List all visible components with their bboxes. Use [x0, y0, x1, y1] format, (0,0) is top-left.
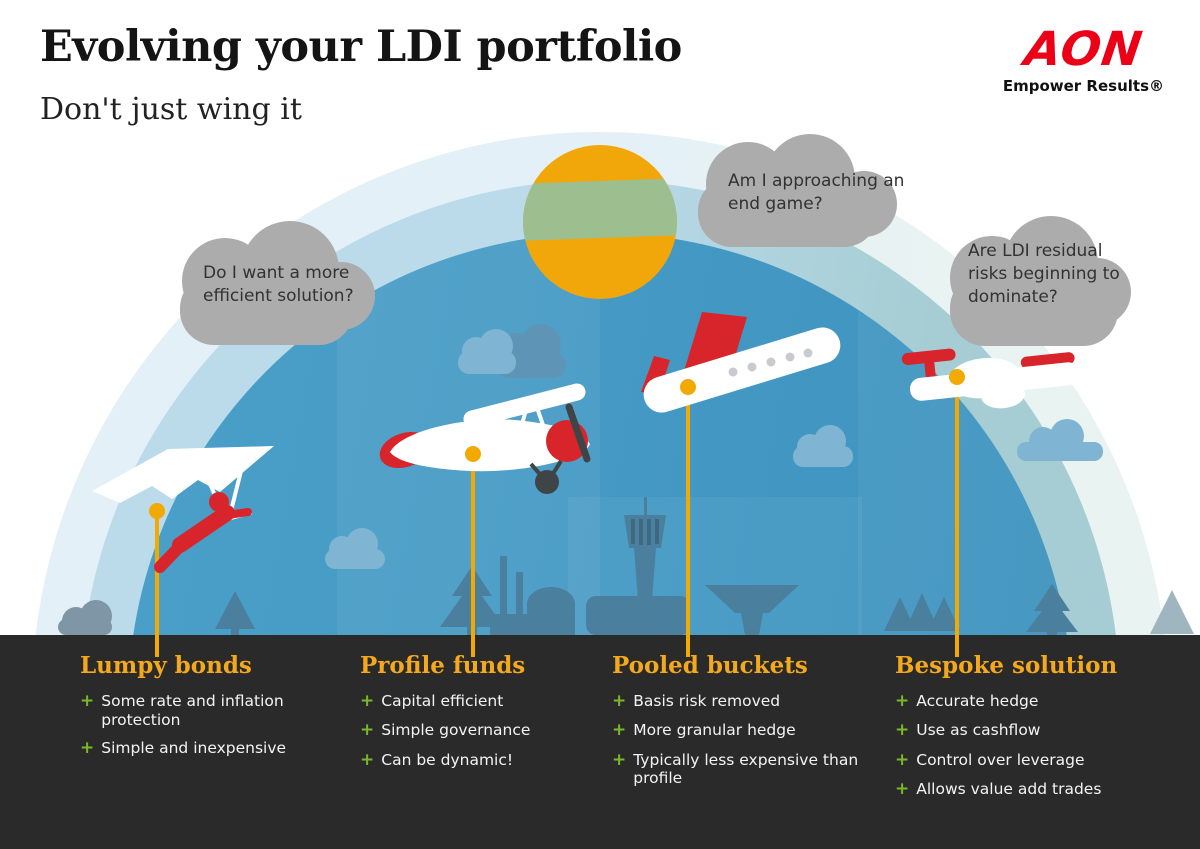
plus-icon: +	[895, 691, 910, 711]
benefit-list: + Capital efficient + Simple governance …	[360, 691, 600, 770]
benefit-text: Basis risk removed	[633, 692, 781, 710]
stage-title: Profile funds	[360, 652, 526, 679]
page-subtitle: Don't just wing it	[40, 92, 302, 127]
plus-icon: +	[895, 779, 910, 800]
sun-icon	[523, 145, 677, 299]
benefit-item: + Accurate hedge	[895, 691, 1155, 711]
plus-icon: +	[895, 720, 910, 741]
stage-column-pooled-buckets: Pooled buckets + Basis risk removed + Mo…	[612, 652, 894, 797]
aon-logo-tagline: Empower Results®	[1002, 77, 1164, 95]
page-title: Evolving your LDI portfolio	[40, 22, 682, 72]
plus-icon: +	[360, 691, 375, 711]
thought-cloud-text-1: Do I want a more efficient solution?	[203, 263, 354, 306]
benefit-text: Can be dynamic!	[381, 750, 514, 769]
benefit-item: + Typically less expensive than profile	[612, 750, 894, 788]
benefit-item: + Simple governance	[360, 720, 600, 740]
benefit-text: Control over leverage	[916, 750, 1085, 769]
benefit-list: + Basis risk removed + More granular hed…	[612, 691, 894, 788]
footer-bar	[0, 635, 1200, 849]
plus-icon: +	[895, 749, 910, 770]
benefit-item: + Basis risk removed	[612, 691, 894, 711]
benefit-item: + Simple and inexpensive	[80, 738, 358, 758]
plus-icon: +	[360, 720, 375, 741]
stage-title: Bespoke solution	[895, 652, 1118, 679]
stage-column-lumpy-bonds: Lumpy bonds + Some rate and inflation pr…	[80, 652, 358, 768]
stage-title: Pooled buckets	[612, 652, 808, 679]
stage-column-profile-funds: Profile funds + Capital efficient + Simp…	[360, 652, 600, 779]
benefit-list: + Accurate hedge + Use as cashflow + Con…	[895, 691, 1155, 800]
plus-icon: +	[80, 738, 95, 759]
plus-icon: +	[612, 720, 627, 741]
benefit-item: + Control over leverage	[895, 750, 1155, 770]
sun-band	[523, 178, 677, 241]
benefit-item: + Allows value add trades	[895, 779, 1155, 799]
benefit-item: + Use as cashflow	[895, 720, 1155, 740]
benefit-item: + Can be dynamic!	[360, 750, 600, 770]
benefit-item: + Capital efficient	[360, 691, 600, 711]
plus-icon: +	[612, 691, 627, 711]
benefit-list: + Some rate and inflation protection + S…	[80, 691, 358, 759]
benefit-text: Typically less expensive than profile	[633, 750, 859, 788]
benefit-text: Simple governance	[381, 721, 531, 740]
benefit-text: More granular hedge	[633, 721, 796, 740]
benefit-text: Use as cashflow	[916, 721, 1041, 740]
benefit-text: Allows value add trades	[916, 780, 1102, 799]
benefit-text: Capital efficient	[381, 692, 504, 710]
plus-icon: +	[612, 749, 627, 770]
thought-cloud-text-2: Am I approaching an end game?	[728, 171, 905, 214]
stage-column-bespoke-solution: Bespoke solution + Accurate hedge + Use …	[895, 652, 1155, 809]
aon-logo: AON Empower Results®	[1002, 22, 1164, 95]
benefit-item: + Some rate and inflation protection	[80, 691, 358, 729]
aon-logo-text: AON	[1020, 22, 1146, 77]
benefit-text: Some rate and inflation protection	[101, 692, 284, 729]
benefit-text: Accurate hedge	[916, 692, 1039, 710]
thought-cloud-text-3: Are LDI residual risks beginning to domi…	[968, 241, 1120, 307]
plus-icon: +	[360, 749, 375, 770]
plus-icon: +	[80, 691, 95, 711]
benefit-text: Simple and inexpensive	[101, 739, 287, 758]
stage-title: Lumpy bonds	[80, 652, 252, 679]
benefit-item: + More granular hedge	[612, 720, 894, 740]
